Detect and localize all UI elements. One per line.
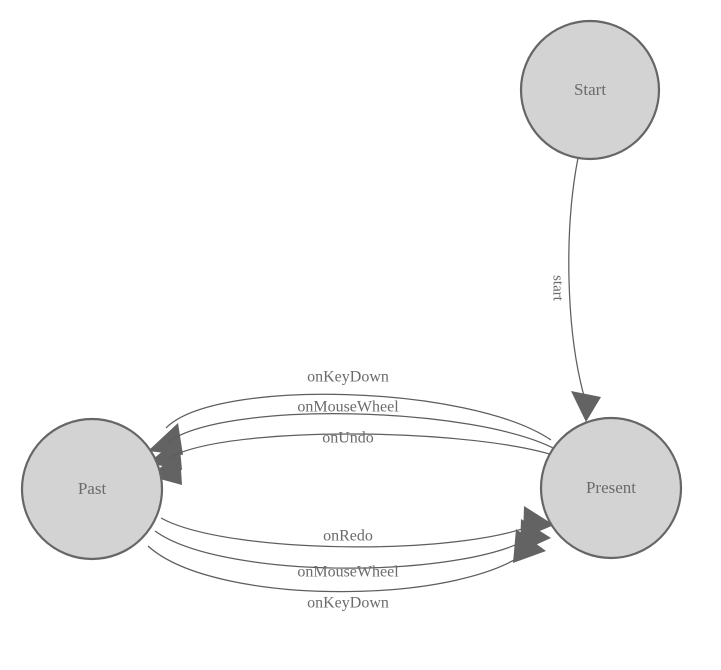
edge-label-past-present-onmousewheel: onMouseWheel — [297, 564, 399, 581]
edge-path-present-past-2 — [166, 413, 558, 451]
node-present-circle — [539, 416, 683, 560]
node-start[interactable]: Start — [519, 19, 661, 161]
edge-path-past-present-2 — [154, 530, 537, 569]
edge-label-present-past-onkeydown: onKeyDown — [307, 369, 389, 386]
node-past-label: Past — [78, 479, 107, 498]
node-present-label: Present — [586, 478, 636, 497]
node-present[interactable]: Present — [539, 416, 683, 560]
edge-path-present-past-1 — [165, 393, 552, 441]
edge-path-start-present — [568, 157, 585, 397]
edge-label-start: start — [550, 275, 566, 302]
edge-path-past-present-3 — [147, 545, 532, 593]
edge-path-past-present-1 — [160, 517, 542, 548]
arrowhead-past-present-3 — [513, 529, 546, 563]
node-past[interactable]: Past — [20, 417, 164, 561]
node-start-circle — [519, 19, 661, 161]
edge-label-past-present-onredo: onRedo — [323, 528, 373, 545]
edge-label-present-past-onundo: onUndo — [322, 430, 374, 447]
edge-label-past-present-onkeydown: onKeyDown — [307, 595, 389, 612]
edge-past-to-present-onkeydown[interactable] — [147, 529, 546, 593]
node-start-label: Start — [574, 80, 606, 99]
edge-label-present-past-onmousewheel: onMouseWheel — [297, 399, 399, 416]
node-past-circle — [20, 417, 164, 561]
arrowhead-start-present — [571, 391, 601, 422]
edge-path-present-past-3 — [168, 433, 563, 459]
edge-start-to-present[interactable] — [568, 157, 601, 422]
